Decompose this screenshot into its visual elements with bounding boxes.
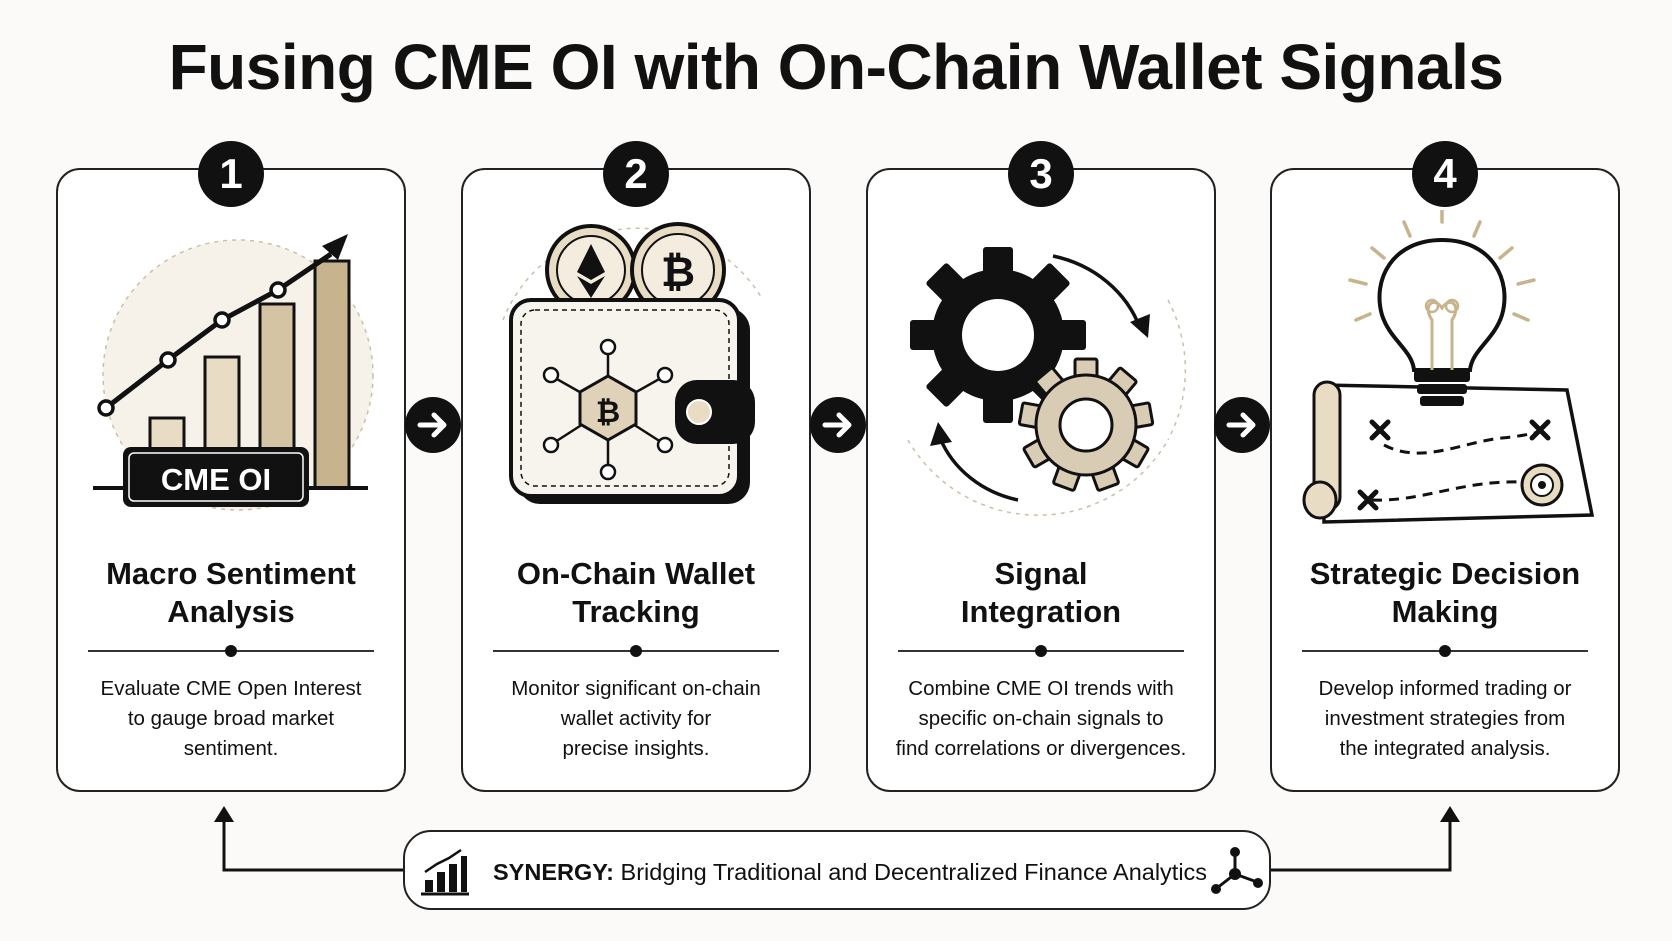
gears-icon [907, 247, 1187, 516]
divider [898, 645, 1184, 657]
arrow-right-icon [1214, 397, 1270, 453]
step-card-1: 1 CME OI Macro Sentiment Analysis Evalua… [56, 141, 406, 792]
step-number-badge: 4 [1412, 141, 1478, 207]
step-number-badge: 2 [603, 141, 669, 207]
synergy-text: SYNERGY: Bridging Traditional and Decent… [493, 859, 1208, 885]
lightbulb-map-icon [1302, 210, 1595, 524]
step-card-2: 2 ₿ [461, 141, 811, 792]
svg-text:₿: ₿ [596, 395, 620, 430]
divider [1302, 645, 1588, 657]
step-description: Develop informed trading or investment s… [1318, 677, 1572, 760]
divider [493, 645, 779, 657]
step-title: Strategic Decision Making [1309, 556, 1581, 629]
step-number-badge: 1 [198, 141, 264, 207]
arrow-right-icon [810, 397, 866, 453]
synergy-banner: SYNERGY: Bridging Traditional and Decent… [403, 830, 1271, 910]
step-card-4: 4 [1270, 141, 1620, 792]
crypto-wallet-icon: ₿ ₿ [502, 222, 764, 504]
step-description: Combine CME OI trends with specific on-c… [895, 677, 1187, 760]
cme-oi-label: CME OI [161, 462, 271, 497]
bitcoin-coin-icon: ₿ [630, 222, 726, 318]
step-card-3: 3 [866, 141, 1216, 792]
step-title: On-Chain Wallet Tracking [516, 556, 756, 629]
step-number-badge: 3 [1008, 141, 1074, 207]
step-description: Evaluate CME Open Interest to gauge broa… [100, 677, 362, 760]
step-title: Macro Sentiment Analysis [106, 556, 356, 629]
rising-bar-chart-icon: CME OI [93, 234, 374, 511]
page-title: Fusing CME OI with On-Chain Wallet Signa… [168, 31, 1504, 103]
bar-chart-icon [421, 848, 469, 896]
divider [88, 645, 374, 657]
network-nodes-icon [1211, 847, 1263, 894]
svg-text:₿: ₿ [661, 247, 695, 296]
step-title: Signal Integration [960, 556, 1122, 629]
arrow-right-icon [405, 397, 461, 453]
step-description: Monitor significant on-chain wallet acti… [511, 677, 761, 760]
